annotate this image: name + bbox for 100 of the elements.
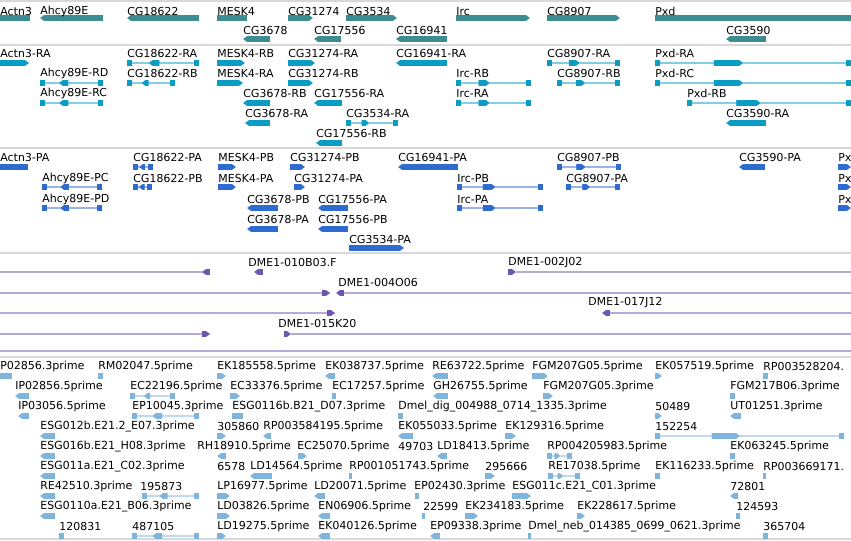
feature-label: ESG012b.E21.2_E07.3prime [41, 420, 194, 432]
feature-label: FGM207G05.5prime [533, 360, 642, 372]
feature-label: 195873 [141, 482, 182, 490]
feature-label: MESK4-PB [219, 152, 274, 162]
feature-label: EC17257.5prime [333, 380, 424, 392]
feature-label: 365704 [764, 522, 805, 530]
feature-label: EP09338.3prime [431, 520, 521, 532]
feature-label: EK063245.5prime [731, 440, 828, 452]
feature-label: CG17556 [314, 26, 365, 34]
feature-label: 124593 [737, 502, 778, 510]
feature-label: Px [839, 174, 851, 182]
feature-label: CG3678-PB [248, 194, 309, 204]
feature-label: CG18622-PB [134, 174, 202, 182]
feature-label: EK228617.5prime [578, 500, 676, 512]
feature-label: CG17556-PA [318, 194, 387, 204]
feature-label: ESG0110a.E21_B06.3prime [41, 500, 191, 512]
feature-label: CG3590-RA [726, 108, 789, 118]
feature-label: CG18622-RB [128, 68, 197, 78]
feature-label: Irc [457, 6, 470, 16]
feature-label: RP003528204. [764, 362, 843, 370]
feature-label: LP16977.5prime [218, 480, 307, 492]
feature-label: Irc-RB [457, 68, 488, 78]
feature-label: CG3534-PA [350, 234, 411, 244]
feature-label: Ahcy89E-RC [40, 88, 106, 98]
feature-label: RP003584195.5prime [264, 420, 382, 432]
feature-label: P02856.3prime [1, 360, 84, 372]
feature-label: Pxd [656, 6, 674, 16]
feature-label: DME1-010B03.F [249, 258, 336, 266]
feature-label: EK234183.5prime [466, 500, 564, 512]
feature-label: RE63722.5prime [433, 360, 524, 372]
feature-label: Irc-PB [458, 174, 488, 182]
feature-label: Ahcy89E [40, 6, 88, 16]
feature-label: Dmel_dig_004988_0714_1335.3prime [399, 400, 606, 412]
feature-label: 305860 [218, 422, 258, 430]
feature-label: EC25070.5prime [298, 440, 389, 452]
feature-label: FGM217B06.3prime [731, 380, 840, 392]
feature-label: EK116233.5prime [656, 460, 754, 472]
feature-label: RE42510.3prime [41, 480, 132, 492]
feature-label: CG18622-PA [134, 152, 202, 162]
feature-label: LD14564.5prime [251, 460, 342, 472]
feature-label: CG8907 [548, 6, 590, 16]
feature-label: 22599 [424, 502, 458, 510]
feature-label: CG16941-PA [398, 152, 467, 162]
feature-label: EC22196.5prime [131, 380, 222, 392]
feature-label: RP001051743.5prime [350, 460, 468, 472]
feature-label: Pxd-RB [688, 88, 726, 98]
feature-label: LD20071.5prime [315, 480, 406, 492]
feature-label: CG3678-RA [246, 108, 308, 118]
feature-label: CG16941-RA [396, 48, 466, 58]
feature-label: CG8907-RA [548, 48, 610, 58]
feature-label: CG8907-PA [566, 174, 628, 182]
feature-label: MESK4 [218, 6, 254, 16]
feature-label: Dmel_neb_014385_0699_0621.3prime [529, 520, 740, 532]
feature-label: Pxd-RA [656, 48, 694, 58]
feature-label: CG31274-RB [288, 68, 358, 78]
feature-label: 49703 [398, 442, 432, 450]
feature-label: CG3590-PA [740, 152, 801, 162]
feature-label: GH26755.5prime [434, 380, 527, 392]
feature-label: IP03056.5prime [19, 400, 105, 412]
feature-label: DME1-002J02 [509, 256, 582, 268]
feature-label: Ahcy89E-PC [42, 172, 108, 184]
feature-label: EK185558.5prime [218, 360, 316, 372]
feature-label: CG17556-PB [318, 214, 387, 224]
feature-label: Actn3 [0, 6, 31, 16]
feature-label: CG16941 [396, 26, 446, 34]
feature-label: CG31274 [288, 6, 339, 16]
feature-label: CG3590 [726, 26, 770, 34]
feature-label: FGM207G05.3prime [544, 380, 653, 392]
feature-label: 295666 [486, 462, 526, 470]
feature-label: Actn3-PA [0, 152, 50, 162]
feature-label: DME1-015K20 [279, 318, 356, 328]
feature-label: EP02430.3prime [415, 480, 505, 492]
feature-label: RE17038.5prime [549, 460, 640, 472]
feature-label: CG18622 [128, 6, 178, 16]
feature-label: CG3678 [244, 26, 287, 34]
feature-label: LD03826.5prime [218, 500, 309, 512]
feature-label: EP10045.3prime [133, 400, 223, 412]
feature-label: ESG011c.E21_C01.3prime [513, 480, 656, 492]
feature-label: MESK4-RA [218, 68, 274, 78]
feature-label: Px [839, 195, 851, 204]
feature-label: LD18413.5prime [438, 440, 529, 452]
feature-label: 487105 [132, 522, 174, 530]
feature-label: Pxd-RC [656, 68, 694, 78]
feature-label: EK055033.5prime [399, 420, 496, 432]
feature-label: 152254 [656, 422, 697, 430]
feature-label: Px [839, 153, 851, 161]
feature-label: 6578 [218, 462, 244, 470]
feature-label: 72801 [731, 482, 764, 490]
feature-label: EC33376.5prime [231, 380, 322, 392]
feature-label: CG17556-RB [316, 128, 386, 138]
feature-label: Irc-PA [458, 194, 488, 204]
feature-label: RP004205983.5prime [548, 440, 666, 452]
feature-label: CG31274-PA [294, 174, 363, 182]
feature-label: CG18622-RA [128, 48, 197, 58]
feature-label: EK038737.5prime [326, 360, 424, 372]
feature-label: MESK4-RB [218, 48, 274, 58]
feature-label: EK057519.5prime [656, 360, 754, 372]
feature-label: CG3678-RB [244, 88, 306, 98]
feature-label: RP003669171. [764, 462, 843, 470]
feature-label: CG8907-RB [558, 68, 620, 78]
